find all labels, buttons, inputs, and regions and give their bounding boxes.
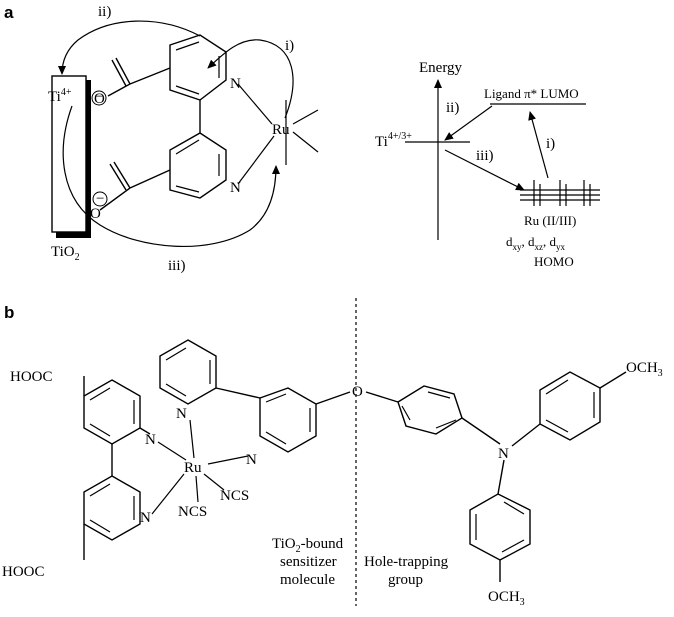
n-left-upper: N bbox=[145, 432, 156, 448]
n-left-lower: N bbox=[140, 510, 151, 526]
homo-label: HOMO bbox=[534, 254, 574, 269]
phenylene-ring bbox=[398, 386, 500, 444]
lower-carboxylate bbox=[100, 162, 170, 210]
lumo-label: Ligand π* LUMO bbox=[484, 86, 579, 101]
lower-methoxyphenyl-ring bbox=[470, 494, 530, 582]
arrow-i-a bbox=[208, 40, 293, 118]
step-i-label-a: i) bbox=[285, 38, 294, 54]
step-i-label-energy: i) bbox=[546, 136, 555, 152]
upper-c-o-bond bbox=[108, 84, 130, 96]
step-ii-label-energy: ii) bbox=[446, 100, 459, 116]
upper-minus-sign: − bbox=[95, 89, 103, 105]
d-orbitals-label: dxy, dxz, dyx bbox=[506, 234, 566, 252]
n-upper-aryl-bond bbox=[512, 424, 540, 446]
hooc-upper: HOOC bbox=[10, 369, 53, 385]
hooc-lower: HOOC bbox=[2, 564, 45, 580]
n-top: N bbox=[176, 406, 187, 422]
och3-lower: OCH3 bbox=[488, 589, 525, 608]
tio2-label: TiO2 bbox=[51, 244, 80, 263]
svg-text:−: − bbox=[96, 191, 104, 207]
caption-left-line2: sensitizer bbox=[280, 554, 337, 570]
caption-left-line1: TiO2-bound bbox=[272, 536, 344, 555]
energy-axis-label: Energy bbox=[419, 60, 463, 76]
lower-carboxylate-oxygen: − bbox=[93, 191, 107, 207]
arrow-ii-a bbox=[62, 21, 200, 74]
left-lower-pyridine bbox=[84, 444, 140, 560]
top-pyridine bbox=[160, 340, 216, 404]
ncs-right: NCS bbox=[220, 488, 249, 504]
right-pyridine bbox=[216, 388, 350, 452]
panel-a-label: a bbox=[4, 3, 14, 22]
och3-upper: OCH3 bbox=[626, 360, 663, 379]
upper-carboxylate bbox=[112, 58, 170, 86]
panel-b-label: b bbox=[4, 303, 14, 322]
step-iii-label-a: iii) bbox=[168, 258, 186, 274]
o-phenyl-bond bbox=[366, 392, 398, 402]
ru-d-orbital-levels bbox=[520, 180, 600, 206]
ncs-bottom: NCS bbox=[178, 504, 207, 520]
triarylamine-n: N bbox=[498, 446, 509, 462]
caption-right-line2: group bbox=[388, 572, 423, 588]
step-ii-label-a: ii) bbox=[98, 4, 111, 20]
upper-n-label: N bbox=[230, 76, 241, 92]
ru-level-label: Ru (II/III) bbox=[524, 213, 576, 228]
ru-label-b: Ru bbox=[184, 460, 202, 476]
ether-o: O bbox=[352, 384, 363, 400]
upper-pyridine-ring bbox=[170, 35, 226, 100]
step-iii-label-energy: iii) bbox=[476, 148, 494, 164]
n-lower-aryl-bond bbox=[498, 460, 504, 494]
caption-left-line3: molecule bbox=[280, 572, 335, 588]
n-right: N bbox=[246, 452, 257, 468]
ru-label-a: Ru bbox=[272, 122, 290, 138]
ti-level-label: Ti4+/3+ bbox=[375, 131, 412, 150]
lower-pyridine-ring bbox=[170, 133, 226, 198]
caption-right-line1: Hole-trapping bbox=[364, 554, 449, 570]
upper-methoxyphenyl-ring bbox=[540, 372, 626, 440]
left-upper-pyridine bbox=[84, 376, 150, 444]
